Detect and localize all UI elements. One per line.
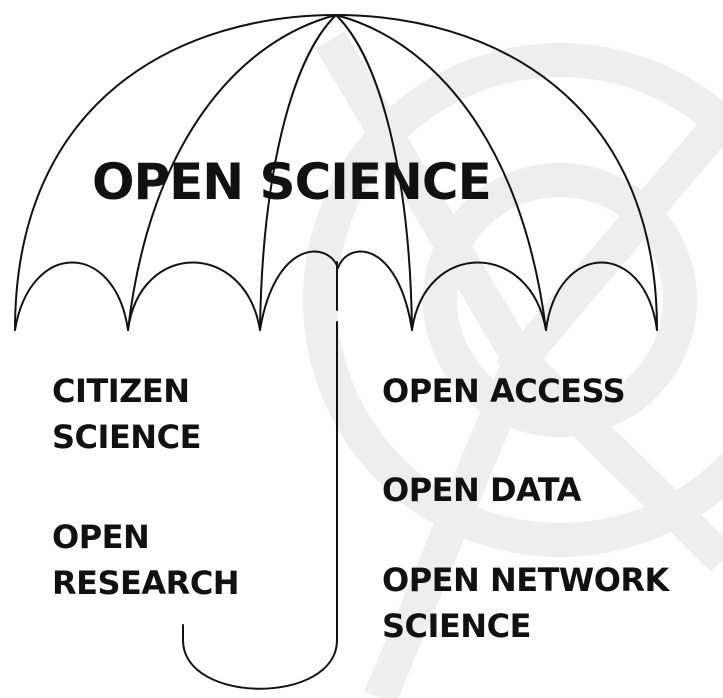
label-line: RESEARCH bbox=[52, 564, 240, 602]
diagram-title: OPEN SCIENCE bbox=[92, 153, 492, 211]
label-open-research: OPEN RESEARCH bbox=[52, 514, 240, 606]
label-citizen-science: CITIZEN SCIENCE bbox=[52, 368, 201, 460]
label-open-network-science: OPEN NETWORK SCIENCE bbox=[382, 557, 669, 649]
umbrella-ribs bbox=[127, 14, 547, 331]
label-open-data: OPEN DATA bbox=[382, 467, 581, 513]
label-open-access: OPEN ACCESS bbox=[382, 368, 626, 414]
label-line: OPEN ACCESS bbox=[382, 372, 626, 410]
label-line: OPEN DATA bbox=[382, 471, 581, 509]
label-line: SCIENCE bbox=[52, 418, 201, 456]
label-line: CITIZEN bbox=[52, 372, 190, 410]
umbrella-shaft bbox=[182, 261, 338, 690]
label-line: SCIENCE bbox=[382, 607, 531, 645]
label-line: OPEN NETWORK bbox=[382, 561, 669, 599]
label-line: OPEN bbox=[52, 518, 150, 556]
